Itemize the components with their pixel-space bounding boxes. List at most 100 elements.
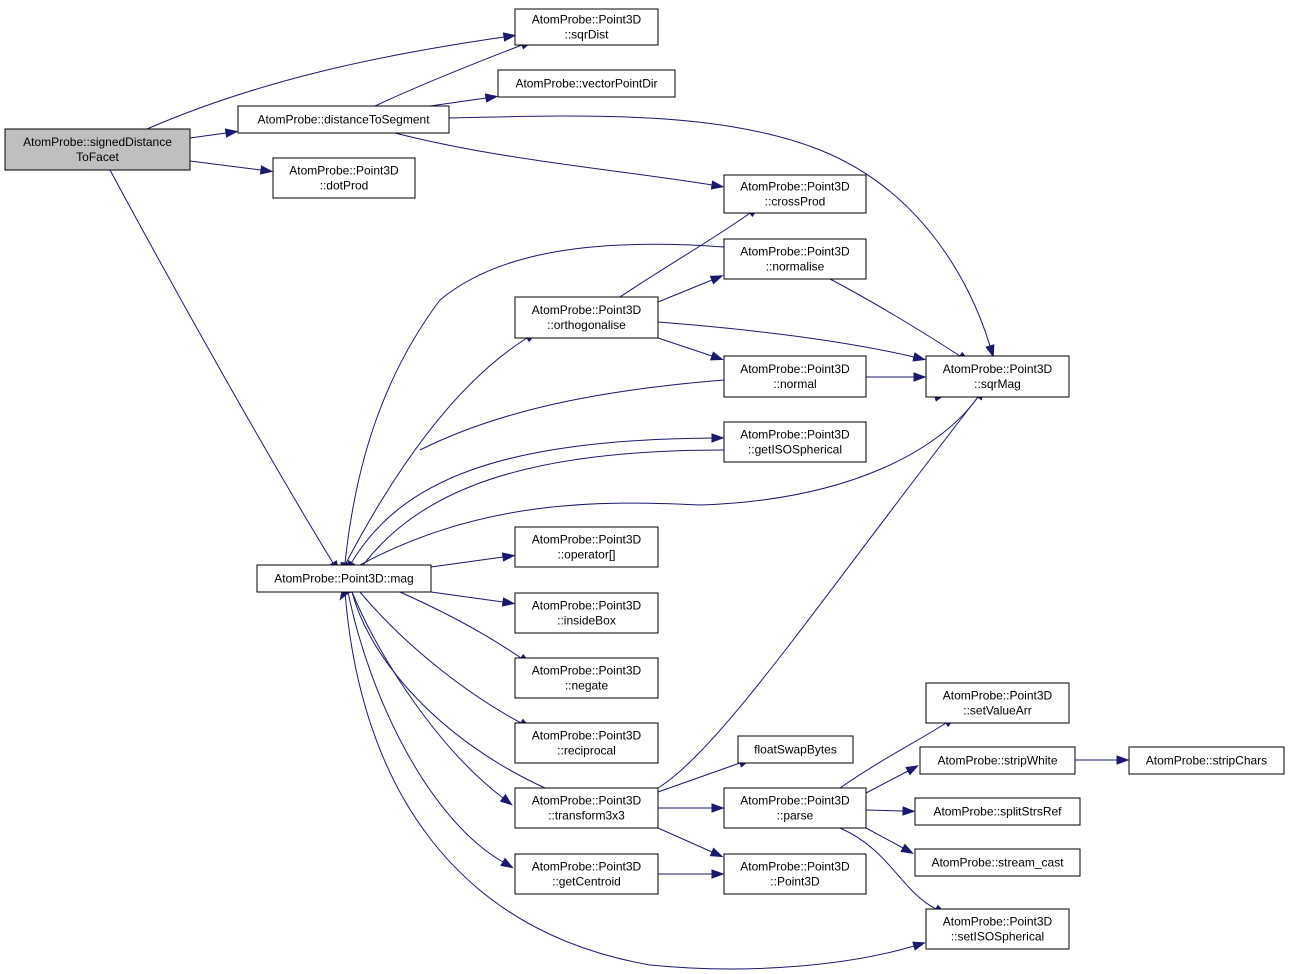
node-label: ::getCentroid [552,875,621,889]
node-label: AtomProbe::Point3D [740,794,850,808]
node-label: AtomProbe::Point3D [532,729,642,743]
node-box [737,735,854,764]
edge-line [839,722,947,789]
arrowhead-icon [709,275,724,285]
arrowhead-icon [912,941,926,951]
edge-stripWhite-to-stripChars [1075,755,1130,765]
node-distanceToSegment[interactable]: AtomProbe::distanceToSegment [237,105,450,134]
node-getCentroid[interactable]: AtomProbe::Point3D::getCentroid [514,853,659,895]
arrowhead-icon [711,433,725,443]
node-sqrDist[interactable]: AtomProbe::Point3D::sqrDist [514,8,659,46]
node-box [514,592,659,634]
arrowhead-icon [912,352,927,362]
node-splitStrsRef[interactable]: AtomProbe::splitStrsRef [914,797,1081,826]
edge-mag-to-reciprocal [359,591,532,729]
edge-parse-to-stream_cast [865,827,914,854]
node-label: ::setISOSpherical [951,930,1044,944]
node-label: AtomProbe::Point3D [943,915,1053,929]
edge-line [448,115,991,347]
edge-line [345,449,725,591]
node-transform3x3[interactable]: AtomProbe::Point3D::transform3x3 [514,787,659,829]
edge-line [657,827,713,853]
node-vectorPointDir[interactable]: AtomProbe::vectorPointDir [497,69,676,98]
node-Point3D[interactable]: AtomProbe::Point3D::Point3D [723,853,867,895]
node-reciprocal[interactable]: AtomProbe::Point3D::reciprocal [514,722,659,764]
edge-normalise-to-sqrMag [829,278,971,363]
node-box [514,526,659,568]
edge-signedDistanceToFacet-to-distanceToSegment [189,128,239,139]
edge-line [394,132,713,186]
node-label: ::operator[] [557,548,615,562]
node-label: ::sqrMag [974,377,1021,391]
node-dotProd[interactable]: AtomProbe::Point3D::dotProd [272,157,416,199]
node-insideBox[interactable]: AtomProbe::Point3D::insideBox [514,592,659,634]
node-orthogonalise[interactable]: AtomProbe::Point3D::orthogonalise [514,296,659,339]
node-label: ::normal [773,377,816,391]
edge-parse-to-stripWhite [865,765,919,794]
arrowhead-icon [484,93,499,103]
node-label: AtomProbe::stream_cast [931,856,1064,870]
edge-orthogonalise-to-normal [657,337,724,361]
node-stripChars[interactable]: AtomProbe::stripChars [1128,746,1285,775]
node-box [514,722,659,764]
node-label: AtomProbe::Point3D [740,180,850,194]
node-setISOSpherical[interactable]: AtomProbe::Point3D::setISOSpherical [925,908,1070,950]
node-sqrMag[interactable]: AtomProbe::Point3D::sqrMag [925,355,1070,398]
node-label: ToFacet [76,150,119,164]
edge-line [351,591,504,799]
edge-mag-to-getCentroid [347,591,514,869]
node-label: ::getISOSpherical [748,443,842,457]
arrowhead-icon [501,597,516,607]
node-normal[interactable]: AtomProbe::Point3D::normal [723,355,867,398]
node-label: AtomProbe::Point3D::mag [274,572,413,586]
node-stripWhite[interactable]: AtomProbe::stripWhite [919,746,1076,775]
node-label: ::negate [565,679,609,693]
node-stream_cast[interactable]: AtomProbe::stream_cast [914,848,1081,877]
arrowhead-icon [900,843,914,854]
node-label: ::Point3D [770,875,820,889]
node-mag[interactable]: AtomProbe::Point3D::mag [256,564,432,593]
arrowhead-icon [709,351,724,361]
edge-line [839,827,937,910]
edge-mag-to-setISOSpherical [344,591,926,970]
edge-line [189,132,227,139]
call-graph-nodes: AtomProbe::signedDistanceToFacetAtomProb… [4,8,1285,950]
node-label: AtomProbe::Point3D [943,362,1053,376]
arrowhead-icon [224,128,239,138]
edge-line [374,44,523,107]
arrowhead-icon [711,869,725,879]
edge-transform3x3-to-Point3D [657,827,724,858]
arrowhead-icon [913,372,927,382]
node-box [925,908,1070,950]
edge-signedDistanceToFacet-to-dotProd [189,160,274,175]
call-graph-edges [109,32,1130,970]
node-normalise[interactable]: AtomProbe::Point3D::normalise [723,238,867,280]
edge-distanceToSegment-to-sqrMag [448,115,995,358]
node-getISOSpherical[interactable]: AtomProbe::Point3D::getISOSpherical [723,421,867,463]
edge-line [399,591,522,659]
edge-line [344,591,915,970]
node-negate[interactable]: AtomProbe::Point3D::negate [514,657,659,699]
node-box [723,421,867,463]
edge-getCentroid-to-Point3D [658,869,725,879]
node-box [272,157,416,199]
edge-line [351,591,546,789]
edge-signedDistanceToFacet-to-sqrDist [146,32,517,130]
edge-line [347,591,504,863]
node-label: ::orthogonalise [547,318,626,332]
edge-line [865,809,904,812]
node-parse[interactable]: AtomProbe::Point3D::parse [723,787,867,829]
edge-line [359,396,979,566]
edge-orthogonalise-to-sqrMag [657,321,927,362]
node-floatSwapBytes[interactable]: floatSwapBytes [737,735,854,764]
edge-line [619,212,751,298]
node-label: AtomProbe::Point3D [943,689,1053,703]
node-crossProd[interactable]: AtomProbe::Point3D::crossProd [723,174,867,214]
node-label: AtomProbe::Point3D [532,794,642,808]
edge-parse-to-splitStrsRef [865,806,916,816]
edge-line [109,169,334,564]
node-operator[interactable]: AtomProbe::Point3D::operator[] [514,526,659,568]
node-setValueArr[interactable]: AtomProbe::Point3D::setValueArr [925,682,1070,724]
edge-line [865,827,904,849]
